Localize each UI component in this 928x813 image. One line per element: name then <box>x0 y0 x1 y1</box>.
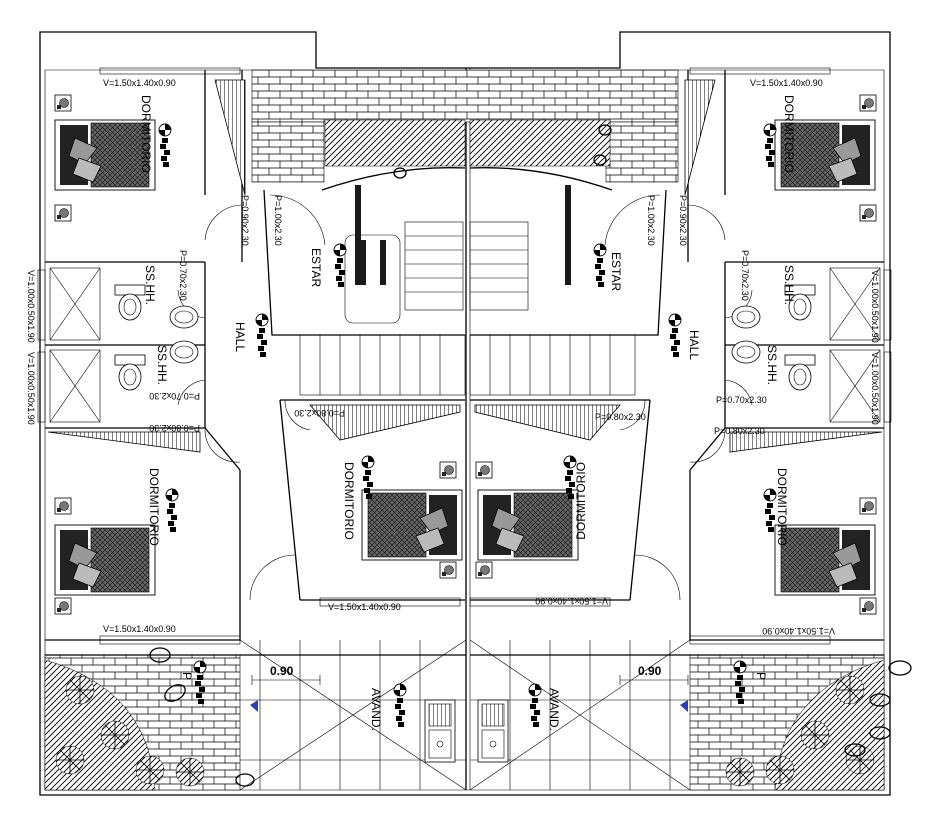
door-swings <box>177 194 753 601</box>
room-label-dorm-bottom-left: DORMITORIO <box>147 468 161 546</box>
windows <box>37 67 892 645</box>
door-note-6: P=0.70x2.30 <box>740 250 750 301</box>
outer-wall <box>39 31 891 796</box>
room-label-dorm-bottom-right: DORMITORIO <box>775 468 789 546</box>
room-label-dorm-center-right: DORMITORIO <box>574 462 588 540</box>
top-planter-right <box>469 119 611 167</box>
door-note-4: P=0.90x2.30 <box>678 195 688 246</box>
ramp-mid-right <box>729 431 883 453</box>
window-note-top-right: V=1.50x1.40x0.90 <box>750 78 823 88</box>
bed-center-right <box>477 489 579 561</box>
room-label-avand-right: AVAND. <box>547 688 561 731</box>
ramp-top-right <box>684 79 716 196</box>
room-label-p-left: P <box>180 672 194 680</box>
ramp-mid-left <box>47 431 201 453</box>
entry-markers <box>250 675 689 712</box>
stair-right <box>355 185 636 396</box>
dimension-left: 0.90 <box>270 664 294 678</box>
room-labels: DORMITORIO DORMITORIO DORMITORIO DORMITO… <box>139 95 796 731</box>
room-label-dorm-top-right: DORMITORIO <box>782 95 796 173</box>
door-note-8: P=0.70x2.30 <box>716 395 767 405</box>
stair-left <box>299 221 466 396</box>
ramp-center-left <box>309 404 461 441</box>
door-note-9: P=0.80x2.30 <box>149 423 200 433</box>
room-label-sshh-2: SS.HH. <box>155 345 169 385</box>
room-label-dorm-top-left: DORMITORIO <box>139 95 153 173</box>
opening-annotations: V=1.50x1.40x0.90 V=1.50x1.40x0.90 V=1.50… <box>26 78 880 678</box>
room-label-hall-right: HALL <box>687 330 701 360</box>
room-label-dorm-center-left: DORMITORIO <box>342 462 356 540</box>
top-planter-left <box>324 119 466 167</box>
door-note-5: P=0.70x2.30 <box>178 250 188 301</box>
door-note-1: P=1.00x2.30 <box>273 195 283 246</box>
door-note-11: P=0.80x2.30 <box>294 408 345 418</box>
door-note-2: P=1.00x2.30 <box>646 195 656 246</box>
door-note-10: P=0.80x2.30 <box>714 426 765 436</box>
patio-grid <box>239 639 691 791</box>
small-window-note-4: V=1.00x0.50x1.90 <box>870 352 880 425</box>
bathroom-fixtures <box>49 267 881 423</box>
room-label-estar-left: ESTAR <box>309 248 323 287</box>
window-note-bottom-right: V=1.50x1.40x0.90 <box>762 626 835 636</box>
dimension-right: 0.90 <box>638 664 662 678</box>
garden-right <box>725 659 885 791</box>
ramp-top-left <box>214 79 246 196</box>
room-label-sshh-1: SS.HH. <box>143 265 157 305</box>
room-label-estar-right: ESTAR <box>609 252 623 291</box>
window-note-top-left: V=1.50x1.40x0.90 <box>103 78 176 88</box>
small-window-note-2: V=1.00x0.50x1.90 <box>26 352 36 425</box>
window-note-bottom-center-right: V=1.50x1.40x0.90 <box>535 596 608 606</box>
door-note-7: P=0.70x2.30 <box>149 391 200 401</box>
ramp-center-right <box>474 404 621 441</box>
bed-bottom-right <box>774 524 876 596</box>
door-note-3: P=0.90x2.30 <box>240 195 250 246</box>
garden-stones <box>149 124 912 787</box>
bed-center-left <box>361 489 463 561</box>
window-note-bottom-center-left: V=1.50x1.40x0.90 <box>328 602 401 612</box>
room-label-hall-left: HALL <box>233 322 247 352</box>
room-label-sshh-4: SS.HH. <box>765 345 779 385</box>
garden-left <box>44 659 205 791</box>
room-label-p-right: P <box>754 672 768 680</box>
room-label-avand-left: AVAND. <box>369 688 383 731</box>
room-label-sshh-3: SS.HH. <box>782 265 796 305</box>
top-courtyard-paving <box>251 69 679 123</box>
door-note-12: P=0.80x2.30 <box>595 412 646 422</box>
small-window-note-1: V=1.00x0.50x1.90 <box>26 270 36 343</box>
window-note-bottom-left: V=1.50x1.40x0.90 <box>103 624 176 634</box>
bed-bottom-left <box>54 524 156 596</box>
small-window-note-3: V=1.00x0.50x1.90 <box>870 270 880 343</box>
